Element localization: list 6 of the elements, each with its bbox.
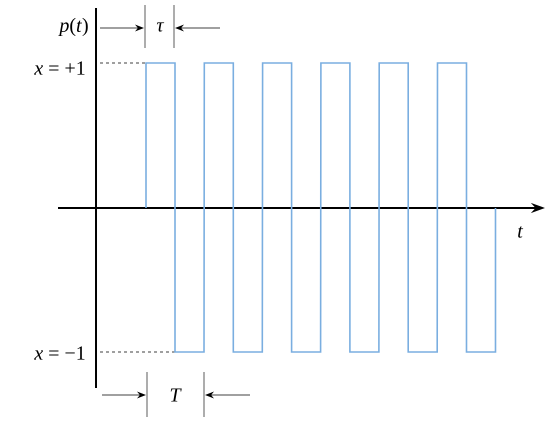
- axis-label: x = +1: [34, 61, 85, 75]
- axis-label: τ: [156, 22, 164, 32]
- axis-label: p(t): [58, 18, 88, 36]
- axis-label: T: [170, 388, 182, 402]
- axis-label: t: [518, 226, 524, 238]
- axis-label: x = −1: [34, 346, 85, 360]
